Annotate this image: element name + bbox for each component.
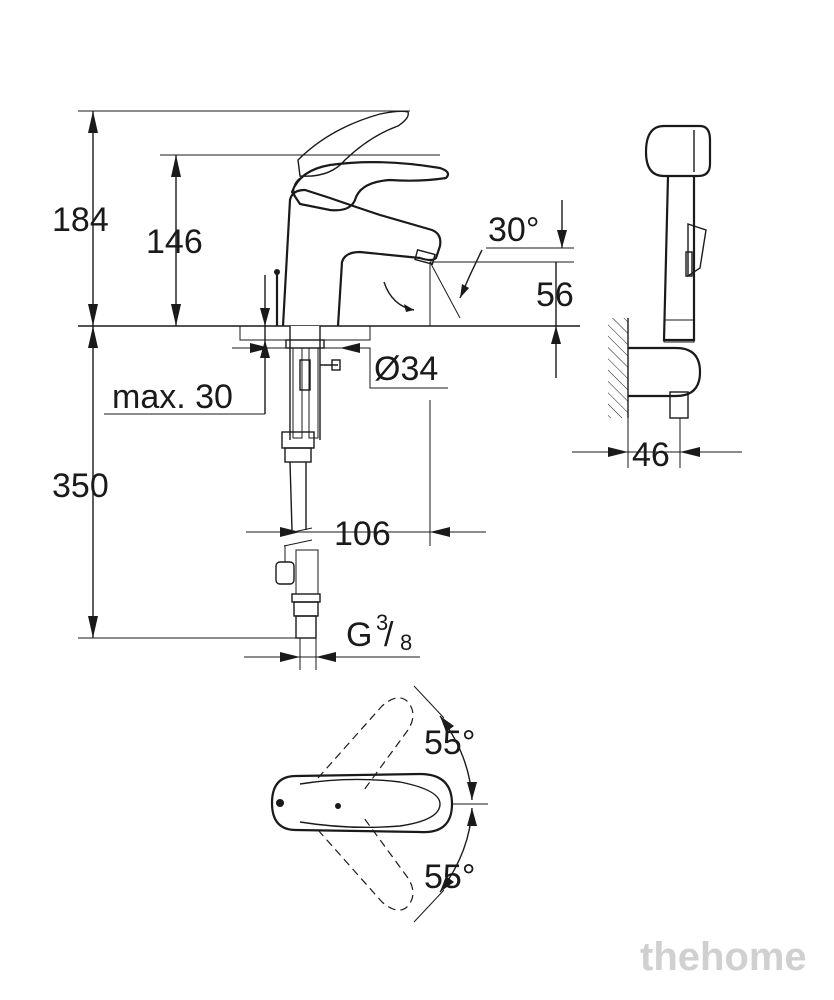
check-valve: [275, 561, 295, 585]
dim-connection-den: 8: [400, 630, 412, 655]
dim-hole-diameter: Ø34: [374, 350, 438, 388]
dim-rotation-front: 55°: [424, 858, 475, 896]
lever-top: [270, 772, 454, 834]
hand-shower-view: 46: [572, 124, 742, 474]
dim-max-deck: max. 30: [112, 378, 233, 416]
lever-top-view: 55° 55°: [270, 685, 488, 923]
dim-total-height: 184: [52, 201, 109, 239]
dim-hose-length: 350: [52, 467, 109, 505]
aerator: [414, 248, 436, 266]
lever-open: [297, 110, 409, 177]
dim-connection: G: [346, 616, 372, 654]
faucet-side-view: 184 146 30° 56 Ø34 max. 30: [52, 110, 580, 670]
dim-connection-num: 3: [376, 610, 388, 635]
dim-spout-reach: 106: [334, 515, 391, 553]
dim-rotation-back: 55°: [424, 724, 475, 762]
dim-outlet-height: 56: [536, 276, 574, 314]
lever-closed: [290, 161, 450, 212]
svg-text:/: /: [384, 616, 394, 654]
watermark-text: thehome: [640, 935, 807, 979]
dim-holder-depth: 46: [632, 436, 670, 474]
faucet-body: [281, 188, 442, 327]
dim-spout-angle: 30°: [488, 211, 539, 249]
dim-spout-height: 146: [146, 223, 203, 261]
